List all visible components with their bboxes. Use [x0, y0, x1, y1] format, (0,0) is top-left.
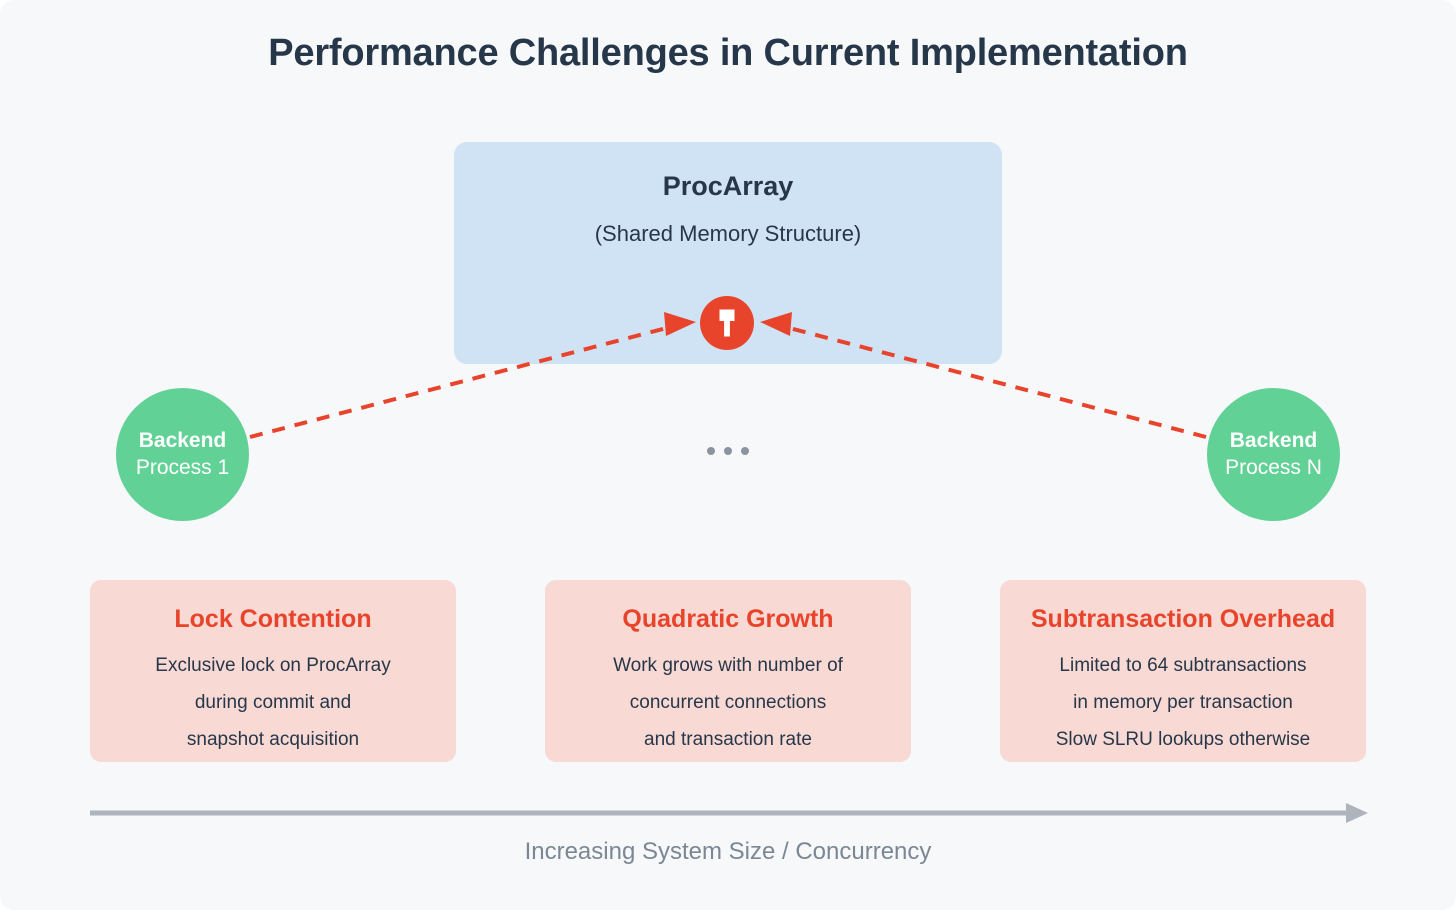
dot-icon	[724, 447, 732, 455]
ellipsis-dots-icon	[707, 447, 749, 455]
issue-card-body: Limited to 64 subtransactions in memory …	[1000, 647, 1366, 758]
issue-card-line: in memory per transaction	[1073, 692, 1293, 714]
issue-card-line: snapshot acquisition	[186, 729, 360, 751]
backend-title: Backend	[138, 428, 227, 452]
issue-card-line: Limited to 64 subtransactions	[1059, 655, 1307, 676]
issue-card-body: Work grows with number of concurrent con…	[545, 647, 911, 758]
issue-card-subtransaction-overhead: Subtransaction Overhead Limited to 64 su…	[1000, 580, 1366, 762]
axis-label: Increasing System Size / Concurrency	[524, 838, 932, 865]
procarray-title: ProcArray	[662, 171, 794, 201]
backend-title: Backend	[1229, 428, 1318, 452]
issue-card-line: Exclusive lock on ProcArray	[155, 655, 391, 676]
backend-subtitle: Process 1	[135, 455, 230, 479]
issue-card-title: Subtransaction Overhead	[1030, 605, 1336, 633]
issue-card-line: Work grows with number of	[613, 655, 843, 676]
issue-card-body: Exclusive lock on ProcArray during commi…	[90, 647, 456, 758]
dot-icon	[741, 447, 749, 455]
backend-subtitle: Process N	[1225, 455, 1322, 479]
issue-card-lock-contention: Lock Contention Exclusive lock on ProcAr…	[90, 580, 456, 762]
axis-arrow-head	[1346, 803, 1368, 823]
issue-card-title: Lock Contention	[174, 605, 372, 633]
lock-icon	[700, 296, 754, 350]
issue-card-line: Slow SLRU lookups otherwise	[1055, 729, 1311, 751]
issue-card-title: Quadratic Growth	[622, 605, 834, 633]
procarray-subtitle: (Shared Memory Structure)	[594, 221, 862, 246]
backend-process-1: Backend Process 1	[116, 388, 249, 521]
issue-card-line: during commit and	[194, 692, 352, 714]
issue-card-line: concurrent connections	[629, 692, 827, 714]
page-title: Performance Challenges in Current Implem…	[268, 32, 1188, 74]
issue-card-line: and transaction rate	[644, 729, 812, 751]
issue-card-quadratic-growth: Quadratic Growth Work grows with number …	[545, 580, 911, 762]
dot-icon	[707, 447, 715, 455]
scale-arrow	[90, 803, 1368, 823]
backend-process-n: Backend Process N	[1207, 388, 1340, 521]
